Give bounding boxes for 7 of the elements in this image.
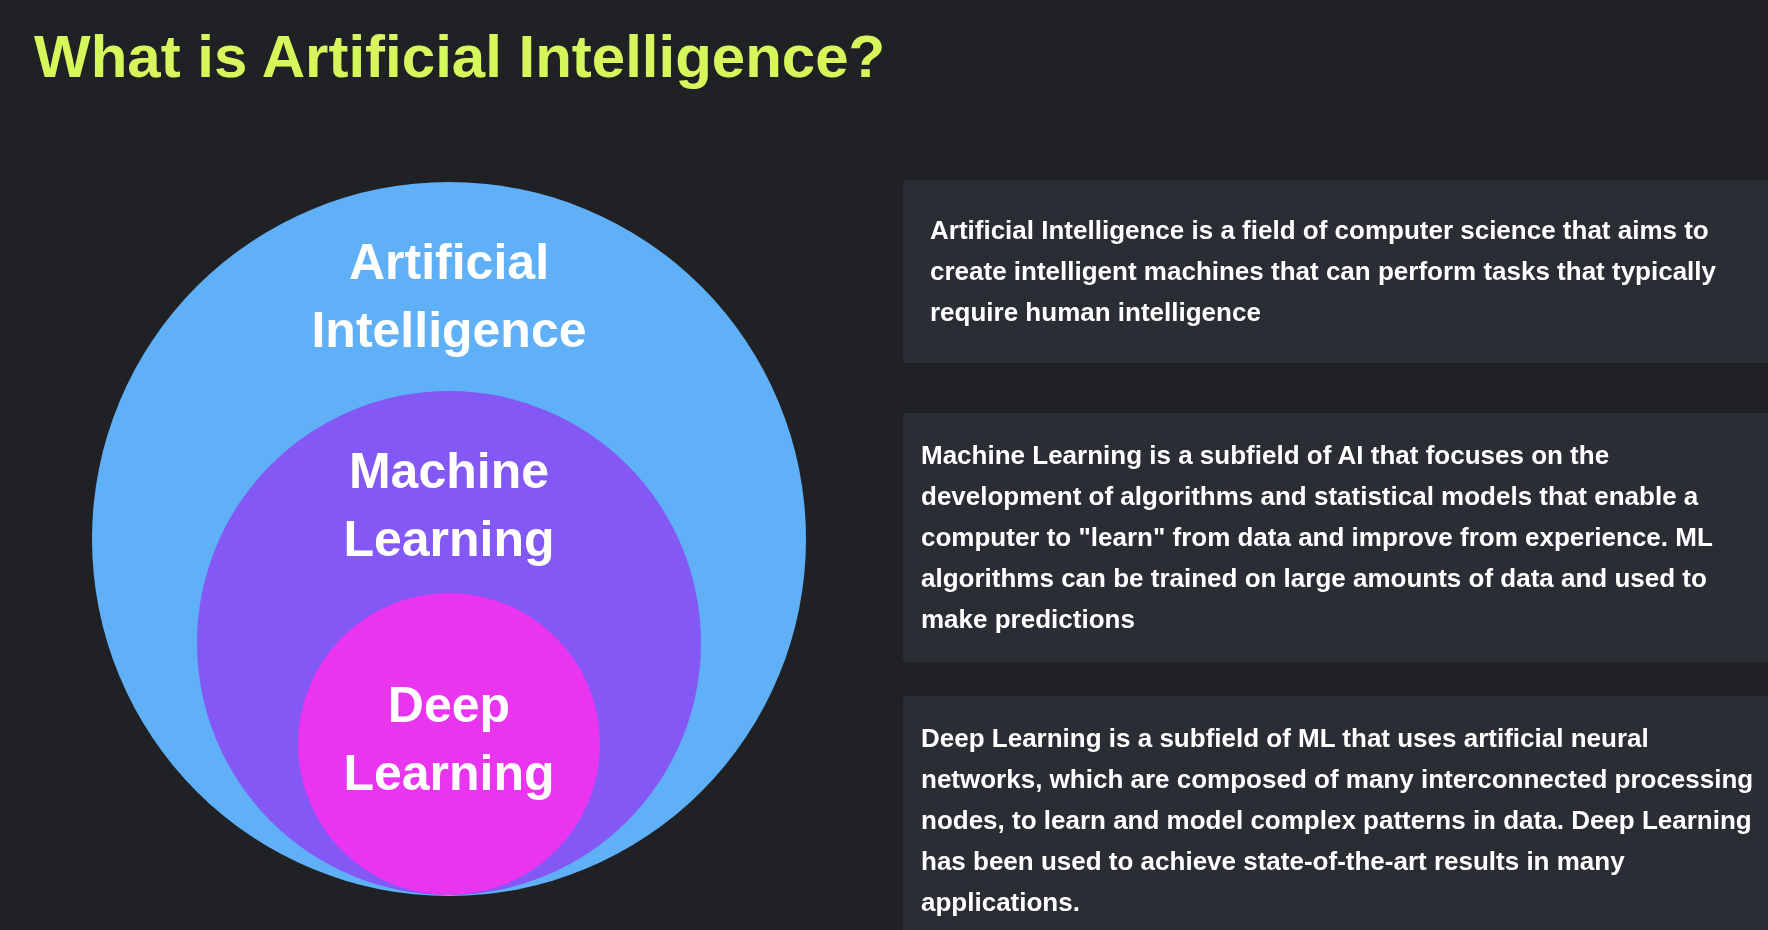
title: What is Artificial Intelligence?	[34, 22, 886, 91]
circle-label: Machine Learning	[342, 442, 556, 569]
description-text: Deep Learning is a subfield of ML that uses artificial neural networks, which are composed of many interconnected processing nodes, to learn and model complex patterns in data. Deep Learning has been used to achieve state-of-the-art results in many applications.	[921, 722, 1755, 919]
circle-label: Artificial Intelligence	[310, 233, 588, 360]
description-text: Machine Learning is a subfield of AI that focuses on the development of algorithms and statistical models that enable a computer to "learn" from data and improve from experience. ML algorithms can be trained on large amounts of data and used to make predictions	[921, 439, 1714, 636]
description-text: Artificial Intelligence is a field of computer science that aims to create intelligent machines that can perform tasks that typically require human intelligence	[930, 214, 1718, 329]
circle-label: Deep Learning	[342, 676, 556, 803]
